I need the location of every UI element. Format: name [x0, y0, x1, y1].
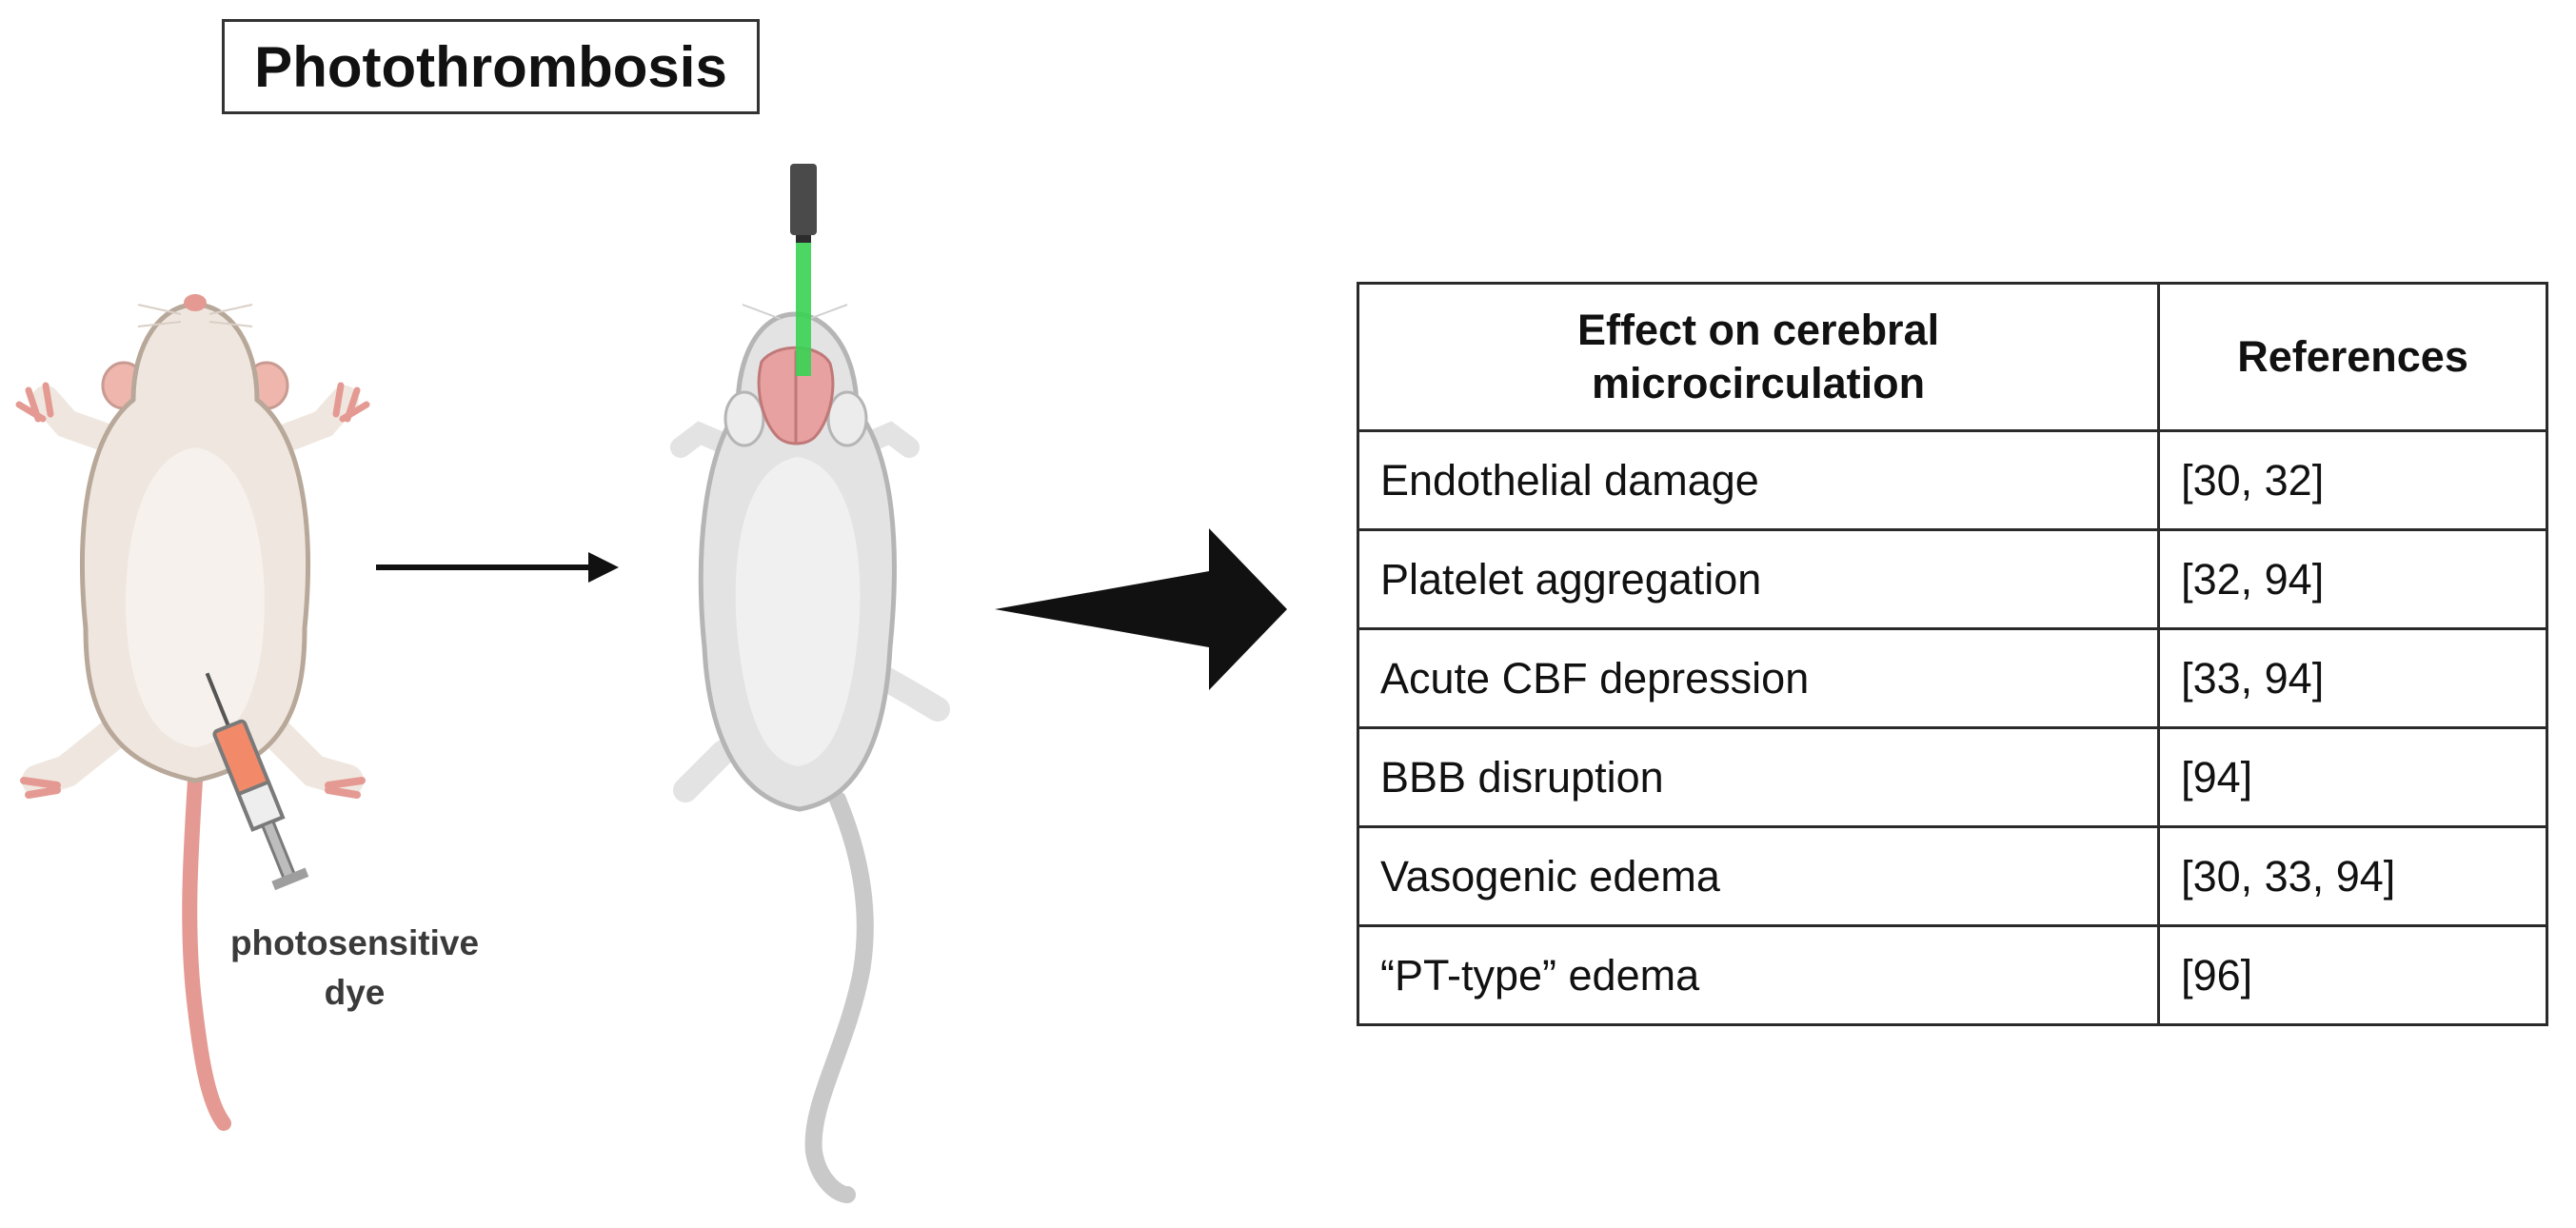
mouse-supine-illustration	[15, 294, 370, 1131]
mouse-tail	[182, 773, 231, 1131]
mouse-ear-right-grey	[826, 390, 868, 447]
syringe-plunger-cap	[271, 867, 309, 891]
mouse-paw-right	[332, 382, 370, 423]
syringe-needle	[205, 672, 230, 727]
figure-title: Photothrombosis	[222, 19, 760, 114]
table-row: Endothelial damage [30, 32]	[1356, 429, 2548, 531]
mouse-hindlimb-right	[260, 717, 364, 797]
dye-label-line1: photosensitive	[229, 923, 480, 962]
mouse-nose	[184, 294, 207, 311]
header-effect: Effect on cerebral microcirculation	[1356, 282, 2161, 432]
large-arrow-shape	[995, 528, 1287, 690]
refs-cell: [30, 33, 94]	[2157, 825, 2548, 927]
dye-label-line2: dye	[324, 973, 386, 1012]
syringe-icon	[205, 672, 309, 891]
mouse-hindlimb-left	[22, 717, 130, 797]
effect-cell: Acute CBF depression	[1356, 627, 2161, 729]
table-row: Platelet aggregation [32, 94]	[1356, 528, 2548, 630]
mouse-whiskers-grey	[742, 304, 848, 320]
dye-label: photosensitive dye	[190, 919, 519, 1018]
table-row: Acute CBF depression [33, 94]	[1356, 627, 2548, 729]
mouse-hindpaw-right	[325, 777, 366, 799]
laser-tip	[796, 235, 811, 243]
table-row: Vasogenic edema [30, 33, 94]	[1356, 825, 2548, 927]
effect-cell: Vasogenic edema	[1356, 825, 2161, 927]
effect-cell: Platelet aggregation	[1356, 528, 2161, 630]
laser-light-source-icon	[790, 164, 817, 376]
refs-cell: [94]	[2157, 726, 2548, 828]
laser-beam	[796, 243, 811, 376]
mouse-prone-illustration	[670, 304, 950, 1203]
mouse-belly	[126, 447, 265, 747]
arrow-head	[588, 552, 619, 583]
effect-cell: “PT-type” edema	[1356, 924, 2161, 1026]
refs-cell: [33, 94]	[2157, 627, 2548, 729]
laser-housing	[790, 164, 817, 235]
mouse-back	[735, 457, 861, 766]
mouse-ear-left-grey	[723, 390, 765, 447]
effect-cell: Endothelial damage	[1356, 429, 2161, 531]
mouse-paw-left	[15, 382, 54, 423]
mouse-hindlimb-right-grey	[868, 664, 950, 722]
arrow-right-icon	[376, 552, 619, 583]
effects-table: Effect on cerebral microcirculation Refe…	[1356, 282, 2548, 1026]
syringe-plunger-rod	[260, 819, 297, 881]
table-header-row: Effect on cerebral microcirculation Refe…	[1356, 282, 2548, 432]
mouse-hindlimb-left-grey	[673, 740, 736, 802]
refs-cell: [32, 94]	[2157, 528, 2548, 630]
header-effect-line2: microcirculation	[1591, 359, 1926, 407]
table-row: BBB disruption [94]	[1356, 726, 2548, 828]
effect-cell: BBB disruption	[1356, 726, 2161, 828]
header-effect-line1: Effect on cerebral	[1576, 306, 1940, 354]
refs-cell: [30, 32]	[2157, 429, 2548, 531]
mouse-hindpaw-left	[20, 777, 61, 799]
large-arrow-right-icon	[995, 528, 1287, 690]
mouse-tail-grey	[804, 791, 874, 1203]
table-row: “PT-type” edema [96]	[1356, 924, 2548, 1026]
header-references: References	[2157, 282, 2548, 432]
mouse-whiskers	[137, 304, 253, 327]
refs-cell: [96]	[2157, 924, 2548, 1026]
